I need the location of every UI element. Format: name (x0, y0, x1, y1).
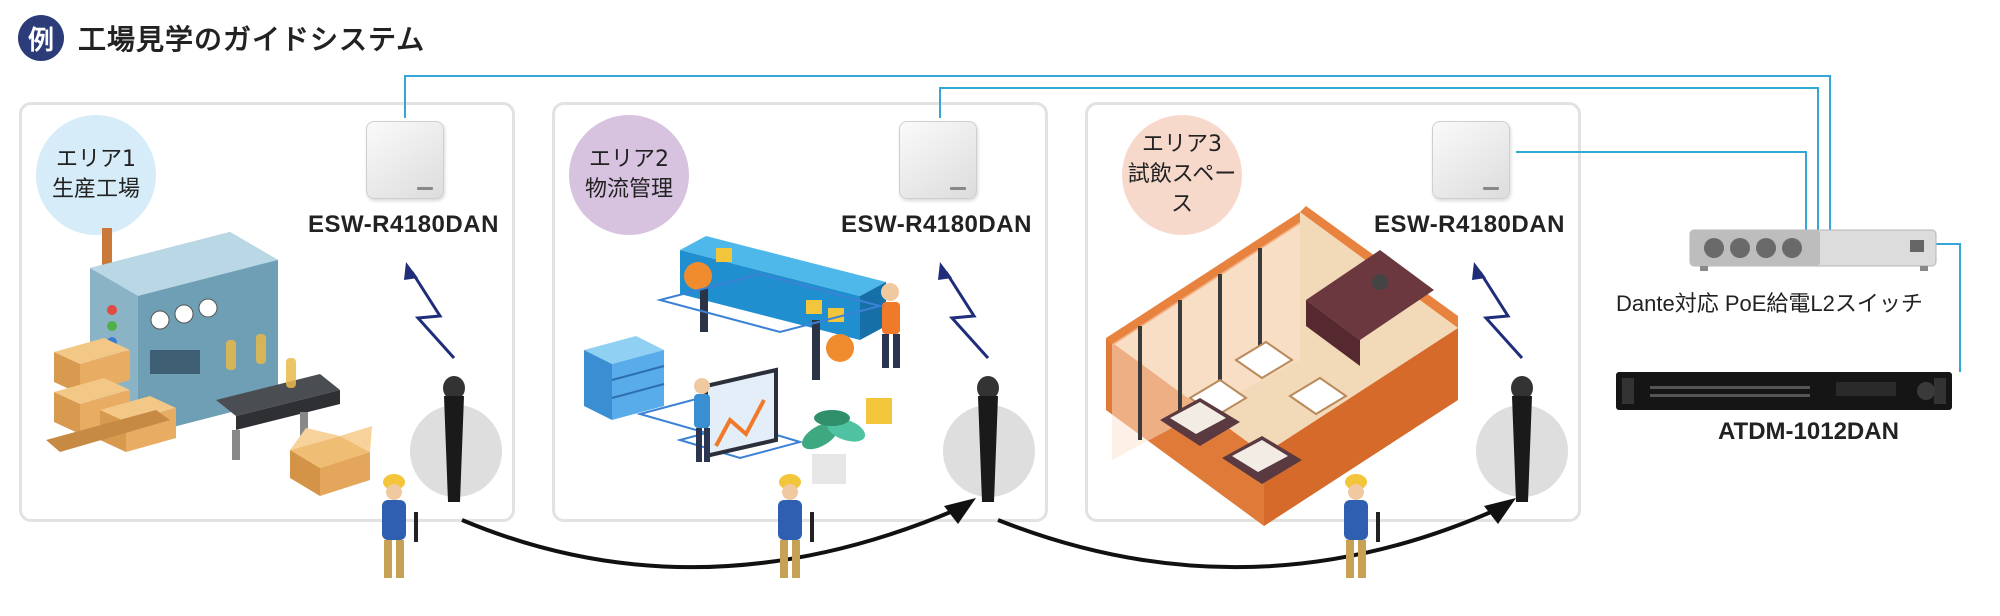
page-title: 工場見学のガイドシステム (78, 23, 426, 56)
area-1-badge: エリア1 生産工場 (36, 115, 156, 235)
microphones (443, 376, 1533, 502)
guide-people (382, 474, 1380, 578)
signal-arrows (410, 271, 1524, 360)
cable-ap2-switch (939, 87, 1819, 232)
poe-switch (1689, 229, 1937, 271)
area-1-subtitle: 生産工場 (51, 177, 140, 202)
microphone-1 (443, 376, 465, 502)
microphone-2 (977, 376, 999, 502)
access-point-1 (366, 121, 444, 199)
movement-arrows (461, 506, 1501, 570)
signal-arrow-1 (410, 271, 456, 360)
access-point-3-model: ESW-R4180DAN (1374, 211, 1565, 238)
factory-illustration (46, 228, 372, 496)
area-2-badge: エリア2 物流管理 (569, 115, 689, 235)
network-cables (404, 75, 1961, 372)
receiver-label: ATDM-1012DAN (1718, 418, 1899, 445)
access-point-2 (899, 121, 977, 199)
microphone-3 (1511, 376, 1533, 502)
area-3-badge: エリア3 試飲スペース (1122, 115, 1242, 235)
area-3-subtitle: 試飲スペース (1127, 162, 1237, 217)
access-point-2-model: ESW-R4180DAN (841, 211, 1032, 238)
cable-ap3-switch (1516, 151, 1807, 232)
signal-arrow-3 (1478, 271, 1524, 360)
area-1-panel: エリア1 生産工場 ESW-R4180DAN (19, 102, 515, 522)
guide-2 (778, 474, 814, 578)
header: 例 工場見学のガイドシステム (18, 14, 425, 62)
atdm-receiver (1616, 372, 1952, 410)
example-badge: 例 (18, 15, 64, 61)
cable-switch-receiver (1932, 243, 1961, 372)
guide-1 (382, 474, 418, 578)
access-point-3 (1432, 121, 1510, 199)
move-arrow-2 (997, 506, 1501, 570)
area-2-name: エリア2 (589, 147, 669, 172)
cable-ap1-switch (404, 75, 1831, 232)
access-point-1-model: ESW-R4180DAN (308, 211, 499, 238)
move-arrow-1 (461, 506, 961, 570)
guide-3 (1344, 474, 1380, 578)
area-2-subtitle: 物流管理 (584, 177, 673, 202)
area-3-name: エリア3 (1142, 132, 1222, 157)
tasting-room-illustration (1106, 206, 1458, 526)
logistics-illustration (584, 236, 900, 484)
area-1-name: エリア1 (56, 147, 136, 172)
signal-arrow-2 (944, 271, 990, 360)
switch-label: Dante対応 PoE給電L2スイッチ (1616, 291, 1923, 316)
